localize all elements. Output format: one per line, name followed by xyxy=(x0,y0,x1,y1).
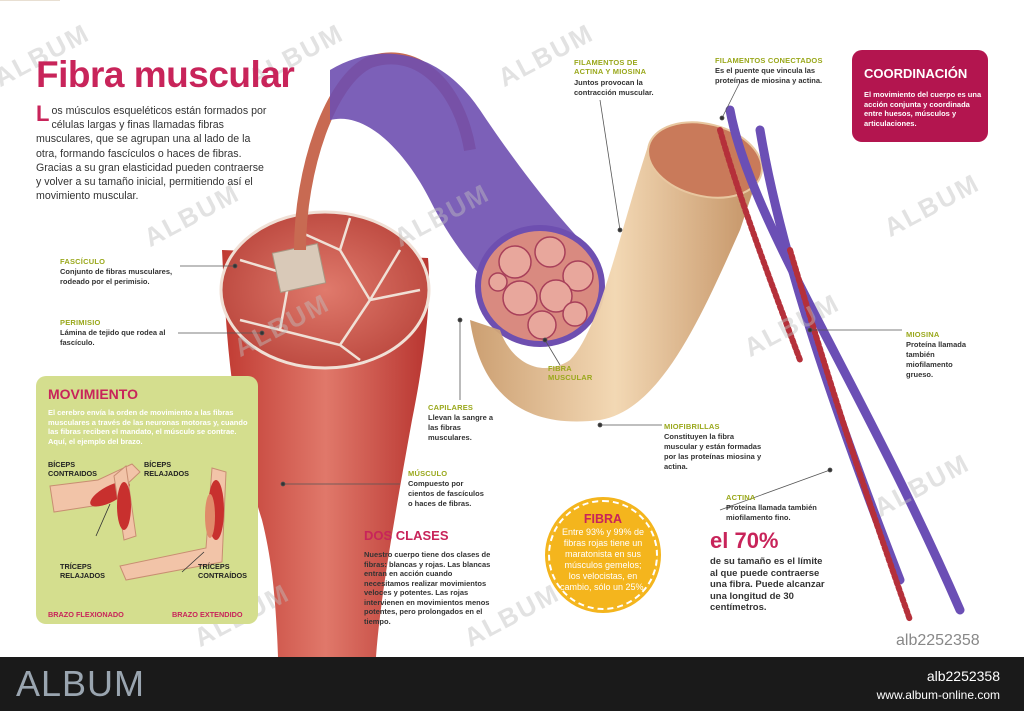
muscle-fiber-illustration xyxy=(0,0,965,657)
label-biceps-contraidos: BÍCEPS CONTRAIDOS xyxy=(48,460,98,478)
movimiento-text: El cerebro envía la orden de movimiento … xyxy=(48,408,248,446)
label-leaders xyxy=(178,81,902,511)
page-title: Fibra muscular xyxy=(36,54,295,95)
label-triceps-contraidos: TRÍCEPS CONTRAÍDOS xyxy=(198,562,248,580)
image-id: alb2252358 xyxy=(896,632,980,649)
coordinacion-title: COORDINACIÓN xyxy=(864,66,968,81)
dos-clases-title: DOS CLASES xyxy=(364,528,449,543)
label-actina-text: Proteína llamada también miofilamento fi… xyxy=(726,503,817,522)
label-perimisio-title: PERIMISIO xyxy=(60,318,101,327)
footer-logo: ALBUM xyxy=(16,663,146,704)
muscle-fiber-shape xyxy=(470,140,760,422)
caption-brazo-flexionado: BRAZO FLEXIONADO xyxy=(48,610,124,619)
label-filamentos-conectados-text: Es el puente que vincula las proteínas d… xyxy=(715,66,823,85)
footer-url[interactable]: www.album-online.com xyxy=(876,688,1000,702)
label-miosina-title: MIOSINA xyxy=(906,330,940,339)
fibra-circle xyxy=(545,497,661,613)
footer-bar xyxy=(0,657,1024,711)
label-perimisio-text: Lámina de tejido que rodea al fascículo. xyxy=(60,328,166,347)
label-musculo-title: MÚSCULO xyxy=(408,469,448,478)
label-capilares-text: Llevan la sangre a las fibras musculares… xyxy=(428,413,494,442)
actin-filaments xyxy=(717,127,913,623)
footer-id: alb2252358 xyxy=(926,668,1000,684)
fibra-title: FIBRA xyxy=(583,512,623,526)
movimiento-title: MOVIMIENTO xyxy=(48,386,138,402)
label-actina-title: ACTINA xyxy=(726,493,756,502)
label-triceps-relajados: TRÍCEPS RELAJADOS xyxy=(60,562,106,580)
coordinacion-panel xyxy=(852,50,988,142)
label-biceps-relajados: BÍCEPS RELAJADOS xyxy=(144,460,190,478)
label-fibra-muscular-title: FIBRA MUSCULAR xyxy=(548,364,593,382)
label-fasciculo-text: Conjunto de fibras musculares, rodeado p… xyxy=(60,267,173,286)
muscle-cross-section xyxy=(219,210,431,370)
label-fasciculo-title: FASCÍCULO xyxy=(60,257,106,266)
label-filamentos-actina-title: FILAMENTOS DE ACTINA Y MIOSINA xyxy=(574,58,647,76)
movimiento-arms-illustration xyxy=(49,463,227,581)
intro-paragraph: Los músculos esqueléticos están formados… xyxy=(36,101,267,203)
dos-clases-text: Nuestro cuerpo tiene dos clases de fibra… xyxy=(364,550,491,626)
fiber-circles xyxy=(488,236,594,340)
coordinacion-text: El movimiento del cuerpo es una acción c… xyxy=(864,90,982,128)
caption-brazo-extendido: BRAZO EXTENDIDO xyxy=(172,610,243,619)
label-capilares-title: CAPILARES xyxy=(428,403,474,412)
percentage-text: de su tamaño es el límite al que puede c… xyxy=(710,556,825,613)
label-musculo-text: Compuesto por cientos de fascículos o ha… xyxy=(408,479,484,508)
label-miofibrillas-title: MIOFIBRILLAS xyxy=(664,422,720,431)
fibra-text: Entre 93% y 99% de fibras rojas tiene un… xyxy=(559,527,647,592)
label-miofibrillas-text: Constituyen la fibra muscular y están fo… xyxy=(664,432,762,471)
label-miosina-text: Proteína llamada también miofilamento gr… xyxy=(906,340,967,379)
label-filamentos-actina-text: Juntos provocan la contracción muscular. xyxy=(574,78,654,97)
label-filamentos-conectados-title: FILAMENTOS CONECTADOS xyxy=(715,56,823,65)
percentage-value: el 70% xyxy=(710,528,779,553)
